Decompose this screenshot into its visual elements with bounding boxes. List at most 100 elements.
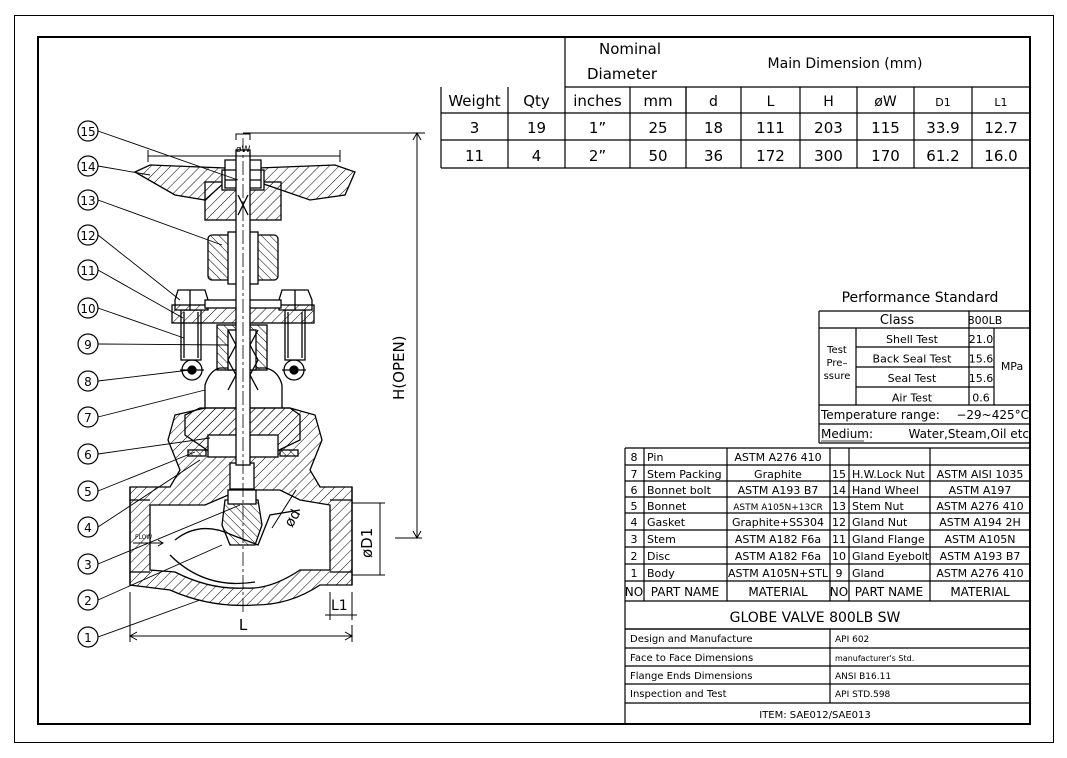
part-no: 9 [836, 567, 843, 580]
balloon-number: 12 [80, 229, 95, 243]
balloon-number: 9 [84, 338, 92, 352]
part-no: 14 [832, 484, 846, 497]
part-no: 13 [832, 500, 846, 513]
header-diameter: Diameter [587, 65, 658, 83]
table-cell: 50 [648, 147, 667, 165]
part-material: ASTM AISI 1035 [937, 468, 1024, 481]
part-name: Pin [647, 451, 663, 464]
part-material: ASTM A276 410 [936, 500, 1023, 513]
part-no: 8 [631, 451, 638, 464]
column-header: L1 [994, 96, 1007, 109]
table-cell: 36 [704, 147, 723, 165]
part-no: 6 [631, 484, 638, 497]
header-no: NO [830, 585, 848, 599]
part-material: ASTM A197 [949, 484, 1012, 497]
part-material: ASTM A193 B7 [940, 550, 1021, 563]
test-pressure-label: Test [826, 345, 847, 356]
table-cell: 19 [527, 119, 546, 137]
class-value: 800LB [968, 314, 1003, 327]
part-material: ASTM A105N+13CR [733, 503, 823, 513]
table-cell: 203 [814, 119, 843, 137]
table-cell: 33.9 [926, 119, 959, 137]
dimension-lines [128, 131, 425, 642]
column-header: d [709, 94, 718, 110]
table-cell: 111 [756, 119, 785, 137]
part-no: 3 [631, 533, 638, 546]
temperature-value: −29~425°C [956, 408, 1029, 422]
part-name: Stem Packing [647, 468, 722, 481]
table-cell: 25 [648, 119, 667, 137]
table-cell: 16.0 [984, 147, 1017, 165]
class-label: Class [880, 313, 914, 328]
title-block-label: Design and Manufacture [630, 634, 753, 645]
table-cell: 115 [871, 119, 900, 137]
table-cell: 1” [589, 119, 606, 137]
column-header: Weight [448, 92, 500, 110]
balloon-number: 6 [84, 448, 92, 462]
balloon-number: 13 [80, 194, 95, 208]
part-name: Bonnet [647, 500, 687, 513]
balloon-number: 11 [80, 264, 95, 278]
part-no: 10 [832, 550, 846, 563]
part-no: 12 [832, 516, 846, 529]
column-header: inches [573, 92, 622, 110]
column-header: H [823, 94, 834, 110]
part-material: ASTM A194 2H [939, 516, 1021, 529]
column-header: D1 [935, 96, 950, 109]
part-material: ASTM A182 F6a [735, 533, 821, 546]
performance-title: Performance Standard [842, 290, 999, 306]
dim-label-l1: L1 [331, 598, 348, 614]
part-name: Gasket [647, 516, 686, 529]
test-value: 15.6 [969, 353, 994, 366]
balloon-number: 3 [84, 558, 92, 572]
flow-label: FLOW [135, 534, 152, 541]
test-name: Shell Test [886, 333, 939, 346]
dim-label-l: L [239, 616, 248, 634]
dim-label-d: ød [282, 507, 305, 530]
part-name: Stem Nut [852, 500, 904, 513]
medium-value: Water,Steam,Oil etc [909, 427, 1029, 441]
part-material: ASTM A105N [945, 533, 1016, 546]
header-main-dimension: Main Dimension (mm) [768, 56, 923, 72]
table-cell: 18 [704, 119, 723, 137]
title-block-label: Inspection and Test [630, 689, 727, 700]
column-header: mm [643, 92, 672, 110]
table-cell: 4 [532, 147, 542, 165]
dim-label-d1: øD1 [358, 528, 376, 558]
header-material: MATERIAL [748, 585, 808, 599]
test-name: Seal Test [888, 372, 937, 385]
part-no: 7 [631, 468, 638, 481]
balloon-number: 14 [80, 160, 95, 174]
part-no: 15 [832, 468, 846, 481]
title-block-value: API 602 [835, 635, 869, 645]
drawing-sheet-border [14, 15, 1054, 743]
header-nominal: Nominal [599, 40, 661, 58]
item-number: ITEM: SAE012/SAE013 [759, 710, 870, 721]
drawing-frame [37, 36, 1031, 725]
part-name: Gland Nut [852, 516, 908, 529]
table-cell: 172 [756, 147, 785, 165]
balloon-number: 8 [84, 375, 92, 389]
medium-label: Medium: [821, 427, 873, 441]
test-name: Back Seal Test [873, 353, 953, 366]
valve-disc [221, 499, 263, 546]
test-name: Air Test [892, 392, 933, 405]
part-name: Gland Eyebolt [852, 550, 930, 563]
part-name: Gland [852, 567, 884, 580]
balloon-number: 5 [84, 485, 92, 499]
pressure-unit: MPa [1001, 360, 1023, 373]
part-name: Bonnet bolt [647, 484, 712, 497]
balloon-number: 4 [84, 521, 92, 535]
temperature-label: Temperature range: [820, 408, 940, 422]
part-no: 5 [631, 500, 638, 513]
table-cell: 11 [465, 147, 484, 165]
part-no: 11 [832, 533, 846, 546]
part-material: ASTM A276 410 [734, 451, 821, 464]
part-no: 4 [631, 516, 638, 529]
part-material: ASTM A276 410 [936, 567, 1023, 580]
part-no: 1 [631, 567, 638, 580]
test-value: 0.6 [972, 392, 990, 405]
part-name: Stem [647, 533, 676, 546]
